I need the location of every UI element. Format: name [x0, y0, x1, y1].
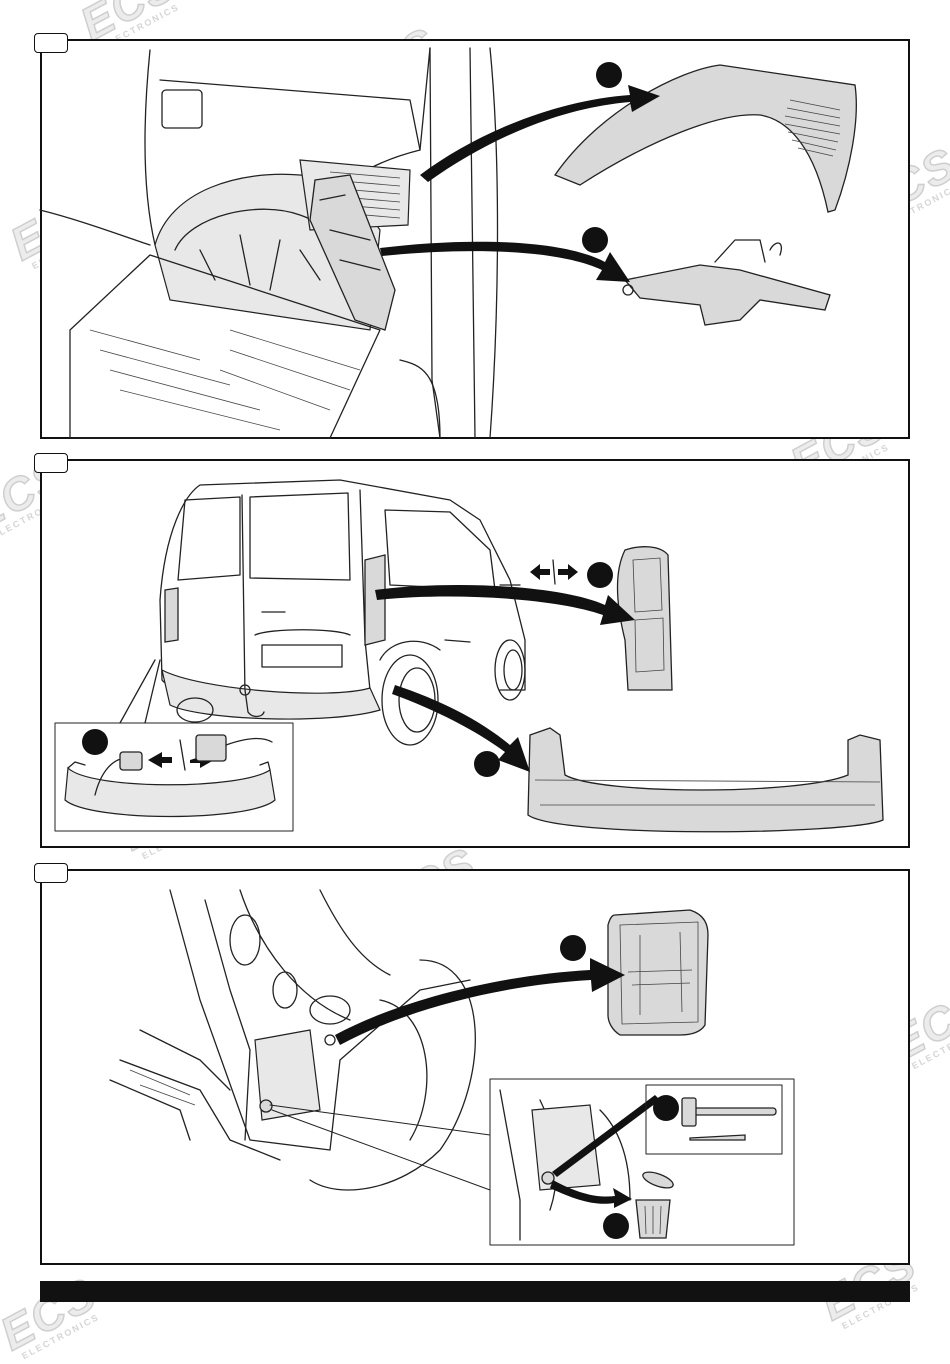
step-tab-2 [34, 453, 68, 473]
tail-light [616, 546, 673, 691]
arrow-to-bumper [392, 685, 530, 772]
callout-dot [596, 62, 622, 88]
step-panel-2 [40, 459, 910, 848]
cover-vent [784, 99, 841, 157]
connector-detail [54, 659, 294, 832]
car-jack [622, 239, 831, 326]
callout-dot [582, 227, 608, 253]
hammer-icon [689, 1107, 777, 1116]
callout-dot [560, 935, 586, 961]
arrow-to-tail-light [375, 585, 635, 625]
callout-dot [603, 1213, 629, 1239]
callout-dot [474, 751, 500, 777]
callout-dot [653, 1095, 679, 1121]
access-cover [607, 909, 709, 1036]
rear-bumper [527, 727, 884, 833]
swap-arrows [530, 564, 578, 580]
step-tab-3 [34, 863, 68, 883]
arrow-to-access-cover [335, 958, 625, 1045]
van-interior-drawing [39, 47, 499, 439]
arrow-to-jack [380, 241, 630, 282]
body-underside-drawing [109, 889, 491, 1191]
punch-icon [689, 1134, 746, 1141]
wheel-arch-cover [554, 64, 857, 213]
trash-bin-icon [635, 1171, 674, 1239]
callout-dot [587, 562, 613, 588]
footer-bar [40, 1281, 910, 1302]
callout-dot [82, 729, 108, 755]
arrow-to-cover [420, 85, 660, 182]
grommet-removal [489, 1078, 795, 1246]
step-tab-1 [34, 33, 68, 53]
step-panel-3 [40, 869, 910, 1265]
tools-box [645, 1084, 783, 1155]
van-rear-drawing [159, 479, 526, 746]
